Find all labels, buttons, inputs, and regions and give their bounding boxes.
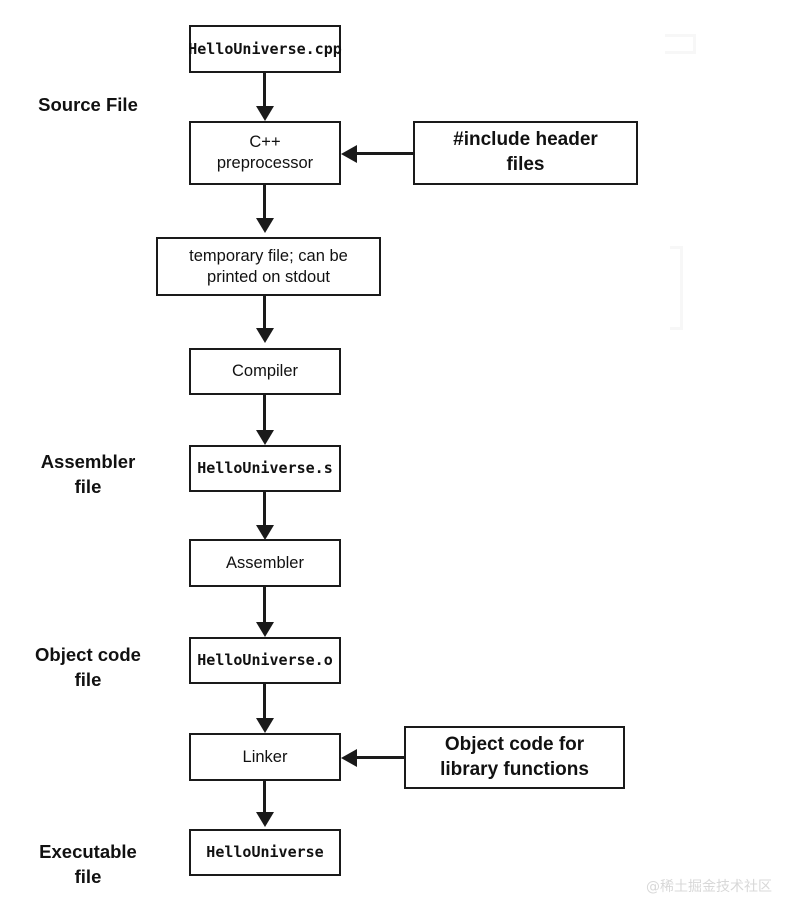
connector-library-to-linker — [356, 756, 404, 759]
node-include-header-files: #include header files — [413, 121, 638, 185]
stage-label-line2: file — [74, 865, 102, 887]
arrowhead-compiler-to-assembly-file — [255, 430, 274, 445]
node-label: HelloUniverse — [206, 843, 324, 862]
background-ghost-bracket-mid — [670, 246, 683, 330]
node-linker: Linker — [189, 733, 341, 781]
connector-object-file-to-linker — [263, 684, 266, 725]
arrowhead-source-to-preprocessor — [255, 106, 274, 121]
node-label: #include header files — [447, 128, 604, 177]
node-label: temporary file; can be printed on stdout — [183, 246, 354, 287]
node-label-line2: library functions — [440, 758, 589, 780]
node-label: Assembler — [226, 553, 304, 572]
node-label-line1: C++ — [249, 133, 281, 152]
node-label: Compiler — [231, 362, 299, 381]
stage-label-text: Source File — [38, 94, 138, 115]
stage-label-line2: file — [74, 475, 102, 497]
arrowhead-library-to-linker — [341, 748, 357, 767]
stage-label-object-code-file: Object code file — [8, 643, 168, 693]
stage-label-line1: Executable — [39, 841, 137, 862]
node-object-file: HelloUniverse.o — [189, 637, 341, 684]
node-label: HelloUniverse.o — [197, 651, 333, 670]
node-executable: HelloUniverse — [189, 829, 341, 876]
node-source-file: HelloUniverse.cpp — [188, 25, 342, 73]
node-assembly-file: HelloUniverse.s — [189, 445, 341, 492]
node-label: HelloUniverse.s — [197, 459, 333, 478]
connector-temp-file-to-compiler — [263, 296, 266, 334]
background-ghost-bracket-top — [665, 34, 696, 54]
connector-linker-to-executable — [263, 781, 266, 816]
watermark-text: @稀土掘金技术社区 — [646, 879, 772, 895]
stage-label-line2: file — [74, 668, 102, 690]
connector-preprocessor-to-temp-file — [263, 185, 266, 224]
node-temporary-file: temporary file; can be printed on stdout — [156, 237, 381, 296]
arrowhead-include-to-preprocessor — [341, 144, 357, 163]
connector-assembly-file-to-assembler — [263, 492, 266, 532]
connector-include-to-preprocessor — [356, 152, 413, 155]
arrowhead-preprocessor-to-temp-file — [255, 218, 274, 233]
connector-compiler-to-assembly-file — [263, 395, 266, 437]
stage-label-line1: Object code — [35, 644, 141, 665]
connector-assembler-to-object-file — [263, 587, 266, 629]
node-label-line2: printed on stdout — [207, 267, 330, 286]
node-label-line2: preprocessor — [216, 154, 314, 172]
node-label-line1: Object code for — [444, 733, 585, 755]
node-assembler: Assembler — [189, 539, 341, 587]
arrowhead-assembler-to-object-file — [255, 622, 274, 637]
node-label: Object code for library functions — [434, 733, 595, 782]
arrowhead-assembly-file-to-assembler — [255, 525, 274, 540]
node-compiler: Compiler — [189, 348, 341, 395]
stage-label-source-file: Source File — [8, 93, 168, 118]
stage-label-line1: Assembler — [40, 451, 136, 472]
node-library-object-code: Object code for library functions — [404, 726, 625, 789]
connector-source-to-preprocessor — [263, 73, 266, 113]
node-label-line1: temporary file; can be — [189, 246, 348, 265]
stage-label-executable-file: Executable file — [8, 840, 168, 890]
arrowhead-linker-to-executable — [255, 812, 274, 827]
node-preprocessor: C++ preprocessor — [189, 121, 341, 185]
node-label: C++ preprocessor — [211, 132, 319, 173]
node-label: HelloUniverse.cpp — [188, 39, 342, 58]
arrowhead-temp-file-to-compiler — [255, 328, 274, 343]
node-label-line1: #include header — [453, 129, 598, 151]
node-label-line2: files — [506, 154, 545, 175]
stage-label-assembler-file: Assembler file — [8, 450, 168, 500]
arrowhead-object-file-to-linker — [255, 718, 274, 733]
node-label: Linker — [242, 747, 288, 766]
